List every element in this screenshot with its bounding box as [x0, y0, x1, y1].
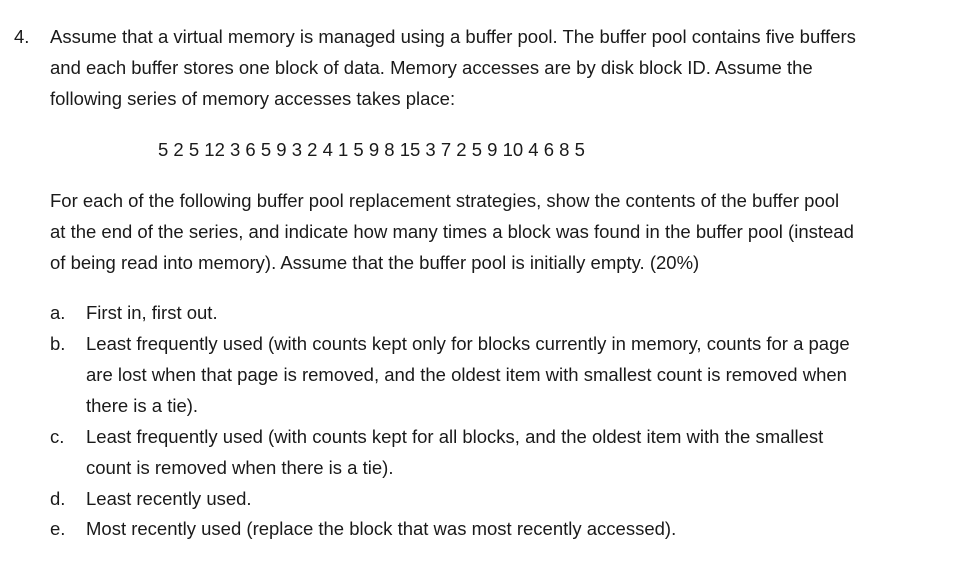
intro-line-3: following series of memory accesses take… [50, 88, 456, 109]
item-text: Most recently used (replace the block th… [86, 518, 677, 539]
item-label: c. [50, 426, 65, 447]
item-text: Least frequently used (with counts kept … [86, 333, 850, 354]
instruction-line-2: at the end of the series, and indicate h… [50, 221, 854, 242]
intro-line-2: and each buffer stores one block of data… [50, 57, 813, 78]
item-text: count is removed when there is a tie). [86, 457, 394, 478]
instruction-line-1: For each of the following buffer pool re… [50, 190, 840, 211]
item-text: Least frequently used (with counts kept … [86, 426, 824, 447]
item-text: Least recently used. [86, 488, 252, 509]
access-sequence: 5 2 5 12 3 6 5 9 3 2 4 1 5 9 8 15 3 7 2 … [158, 139, 585, 160]
instruction-line-3: of being read into memory). Assume that … [50, 252, 700, 273]
item-text: First in, first out. [86, 302, 218, 323]
item-label: a. [50, 302, 66, 323]
item-label: d. [50, 488, 66, 509]
item-text: there is a tie). [86, 395, 199, 416]
question-number: 4. [14, 26, 30, 47]
item-label: e. [50, 518, 66, 539]
item-label: b. [50, 333, 66, 354]
item-text: are lost when that page is removed, and … [86, 364, 847, 385]
intro-line-1: Assume that a virtual memory is managed … [50, 26, 856, 47]
